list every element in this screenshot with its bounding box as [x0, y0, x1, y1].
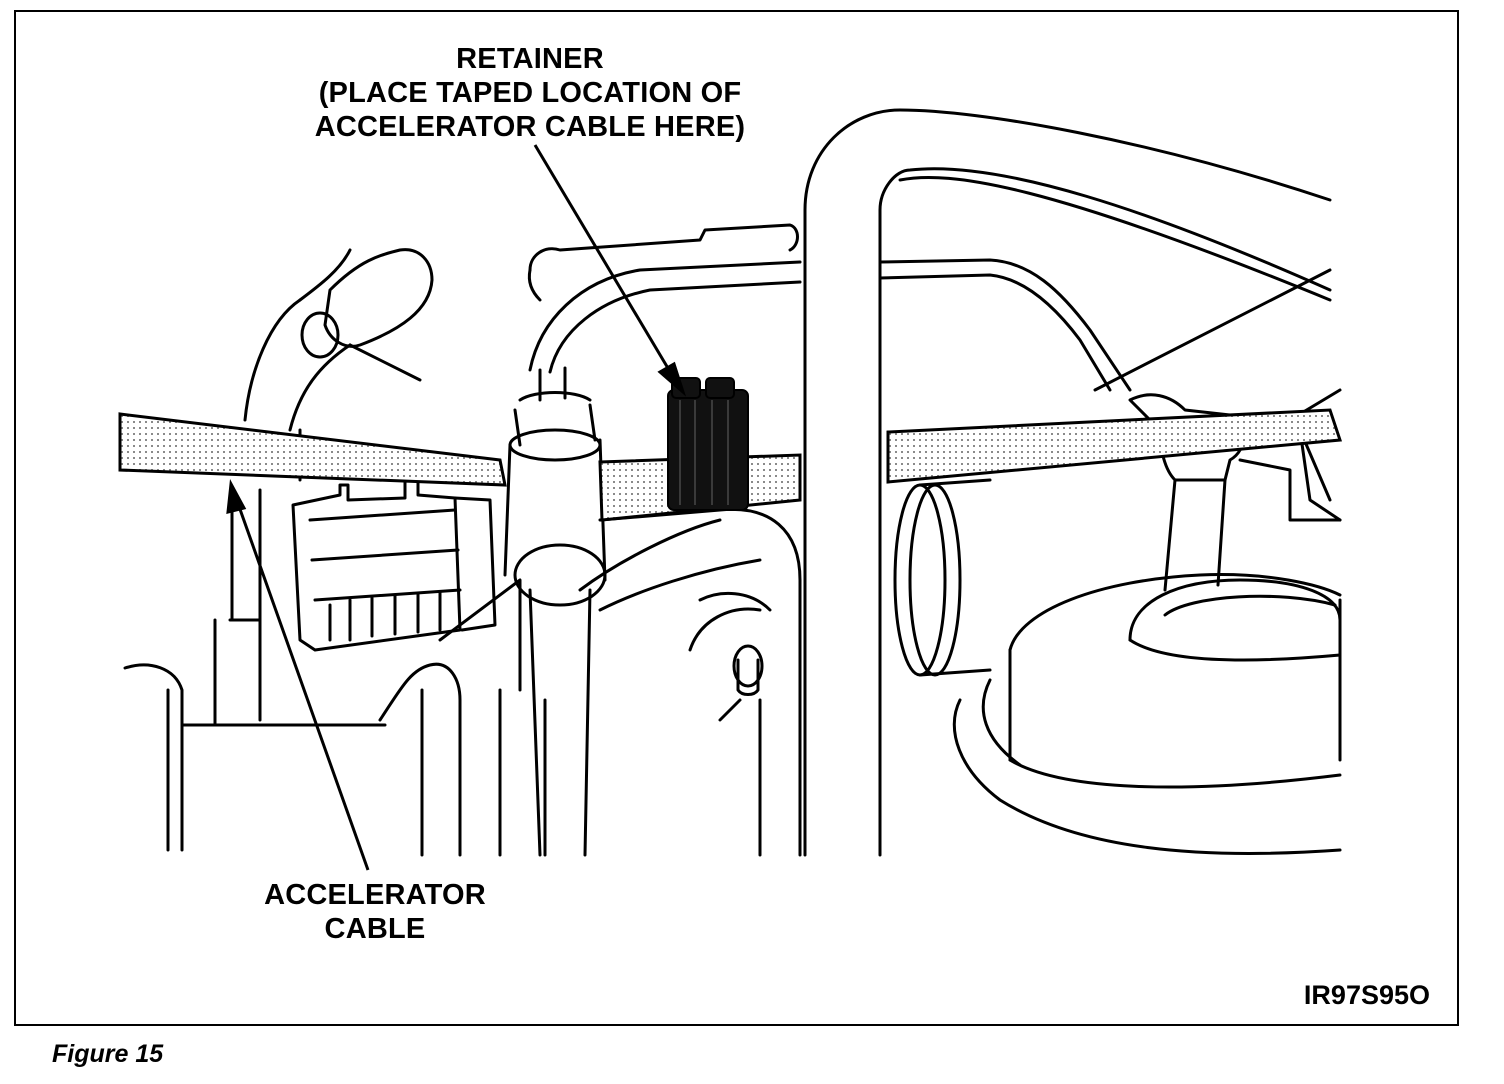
accelerator-cable-tape-right [886, 408, 1343, 484]
cable-callout-line2: CABLE [324, 913, 426, 945]
pulley [893, 483, 947, 677]
retainer-clip [667, 377, 749, 511]
cable-leader-line [234, 497, 370, 871]
figure-frame [14, 10, 1459, 1026]
accelerator-cable-callout: ACCELERATOR CABLE [230, 878, 520, 946]
cable-sheath-vertical [528, 588, 542, 857]
retainer-callout-line3: ACCELERATOR CABLE HERE) [314, 111, 746, 143]
plug-wire-left [243, 298, 302, 422]
retainer-callout: RETAINER (PLACE TAPED LOCATION OF ACCELE… [280, 42, 780, 144]
retainer-arrowhead [657, 361, 687, 397]
retainer-callout-line2: (PLACE TAPED LOCATION OF [318, 77, 742, 109]
air-cleaner-housing [1008, 573, 1342, 652]
throttle-body-housing [598, 507, 802, 857]
cable-callout-line1: ACCELERATOR [264, 879, 486, 911]
upper-radiator-hose [803, 108, 1332, 857]
retainer-callout-line1: RETAINER [456, 43, 604, 75]
electrical-connector [291, 476, 462, 652]
engine-casting-left [123, 663, 184, 852]
figure-caption: Figure 15 [52, 1040, 164, 1068]
retainer-leader-line [533, 144, 677, 381]
wire-arch [528, 260, 802, 372]
cable-arrowhead [226, 479, 247, 514]
accelerator-cable-tape [118, 412, 507, 487]
figure-code: IR97S95O [1303, 980, 1430, 1010]
housing-bolt [732, 644, 764, 688]
plug-boot [323, 248, 434, 348]
